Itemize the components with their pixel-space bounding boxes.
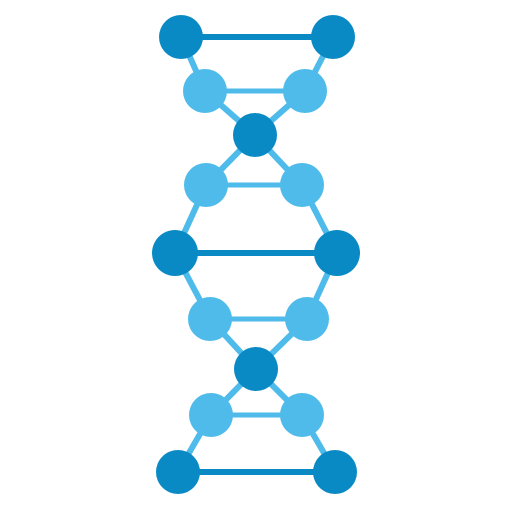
node-dark-bottom-right — [313, 450, 357, 494]
node-light-upper-b-right — [280, 163, 324, 207]
node-dark-cross-upper — [233, 113, 277, 157]
node-light-lower-a-left — [188, 297, 232, 341]
node-dark-mid-left — [152, 230, 198, 276]
node-dark-mid-right — [314, 230, 360, 276]
helix-nodes — [152, 15, 360, 494]
node-dark-top-left — [159, 15, 203, 59]
node-light-lower-b-right — [280, 393, 324, 437]
node-dark-top-right — [311, 15, 355, 59]
node-dark-cross-lower — [234, 347, 278, 391]
node-light-lower-a-right — [285, 297, 329, 341]
node-light-upper-a-left — [183, 69, 227, 113]
node-light-lower-b-left — [189, 393, 233, 437]
node-light-upper-a-right — [283, 69, 327, 113]
node-light-upper-b-left — [184, 163, 228, 207]
node-dark-bottom-left — [156, 450, 200, 494]
